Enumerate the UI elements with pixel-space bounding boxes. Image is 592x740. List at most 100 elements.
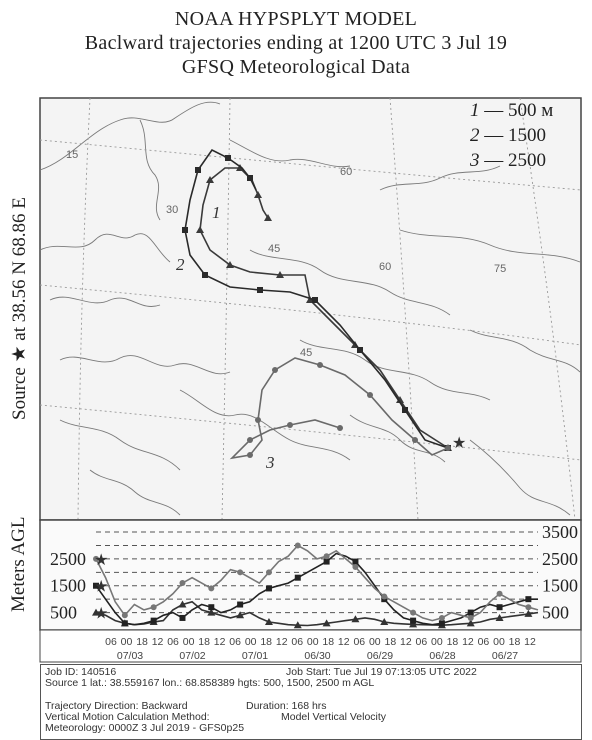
x-tick-hour: 00 (183, 636, 195, 648)
y-tick-left: 1500 (50, 576, 86, 596)
x-tick-hour: 18 (509, 636, 521, 648)
trajectory-label-2: 2 (176, 255, 185, 274)
x-tick-hour: 12 (276, 636, 288, 648)
x-tick-hour: 06 (416, 636, 428, 648)
trajectory-marker (367, 392, 373, 398)
x-tick-hour: 18 (136, 636, 148, 648)
x-tick-hour: 06 (229, 636, 241, 648)
x-tick-date: 06/27 (492, 650, 518, 662)
height-marker (150, 604, 157, 611)
height-marker (265, 569, 272, 576)
y-tick-right: 1500 (542, 576, 578, 596)
x-tick-hour: 12 (338, 636, 350, 648)
height-marker (322, 619, 331, 627)
height-marker (236, 611, 245, 619)
x-tick-date: 07/02 (179, 650, 205, 662)
height-marker (352, 563, 359, 570)
x-tick-hour: 00 (121, 636, 133, 648)
meteorology: Meteorology: 0000Z 3 Jul 2019 - GFS0p25 (45, 722, 245, 734)
grid-line-5 (389, 97, 419, 521)
height-marker (323, 553, 330, 560)
height-series-3 (95, 544, 539, 622)
height-marker (410, 617, 417, 624)
height-marker (237, 569, 244, 576)
grid-label: 30 (166, 204, 178, 216)
height-marker (93, 555, 99, 562)
trajectory-marker (264, 214, 272, 221)
x-tick-hour: 12 (524, 636, 536, 648)
grid-label: 75 (494, 263, 506, 275)
map-panel (39, 97, 582, 521)
trajectory-marker (254, 191, 262, 198)
x-tick-hour: 18 (322, 636, 334, 648)
x-tick-hour: 06 (167, 636, 179, 648)
duration: Duration: 168 hrs (246, 700, 327, 712)
height-marker (467, 614, 474, 621)
height-marker (150, 617, 157, 624)
trajectory-label-3: 3 (265, 453, 275, 472)
trajectory-marker (317, 362, 323, 368)
height-marker (293, 621, 302, 629)
model-info-box: Job ID: 140516 Job Start: Tue Jul 19 07:… (40, 664, 582, 740)
height-marker (179, 614, 186, 621)
trajectory-label-1: 1 (212, 203, 221, 222)
trajectory-lines (182, 148, 452, 460)
trajectory-marker (412, 437, 418, 443)
trajectory-marker (206, 176, 214, 183)
trajectory-marker (255, 417, 261, 423)
trajectory-marker (202, 272, 208, 278)
x-tick-hour: 00 (307, 636, 319, 648)
trajectory-marker (287, 422, 293, 428)
y-tick-right: 2500 (542, 549, 578, 569)
x-tick-hour: 12 (214, 636, 226, 648)
job-id: Job ID: 140516 (45, 666, 117, 678)
chart-title: NOAA HYPSPLYT MODEL (174, 8, 418, 30)
trajectory-marker (312, 297, 318, 303)
border-k (379, 165, 501, 191)
height-marker (207, 608, 216, 616)
trajectory-marker (337, 425, 343, 431)
trajectory-marker (276, 271, 284, 278)
border-f (59, 419, 181, 471)
y-tick-right: 3500 (542, 522, 578, 542)
x-tick-hour: 00 (493, 636, 505, 648)
trajectory-marker (247, 437, 253, 443)
border-b (229, 139, 351, 168)
x-tick-hour: 12 (462, 636, 474, 648)
source-info: Source 1 lat.: 38.559167 lon.: 68.858389… (45, 677, 375, 689)
job-start: Job Start: Tue Jul 19 07:13:05 UTC 2022 (286, 666, 477, 678)
grid-label: 45 (268, 243, 280, 255)
height-marker (466, 619, 475, 627)
height-marker (438, 614, 445, 621)
border-d (299, 339, 491, 401)
height-marker (179, 580, 186, 587)
trajectory-marker (247, 175, 253, 181)
x-tick-date: 07/03 (117, 650, 143, 662)
grid-line-2 (39, 404, 582, 461)
start-star-icon: ★ (94, 552, 108, 569)
x-tick-hour: 18 (198, 636, 210, 648)
start-star-icon: ★ (94, 606, 108, 623)
y-tick-left: 500 (50, 603, 77, 623)
x-tick-date: 06/28 (429, 650, 455, 662)
coastline-europe-b (49, 296, 161, 307)
coastline-north (39, 101, 221, 171)
border-e (179, 389, 351, 461)
border-j (469, 439, 571, 516)
height-marker (92, 608, 100, 616)
height-marker (525, 596, 532, 603)
height-marker (294, 542, 301, 549)
x-tick-hour: 18 (384, 636, 396, 648)
x-tick-hour: 06 (105, 636, 117, 648)
x-tick-hour: 00 (245, 636, 257, 648)
trajectory-marker (247, 452, 253, 458)
height-marker (294, 574, 301, 581)
x-tick-hour: 00 (431, 636, 443, 648)
trajectory-marker (225, 155, 231, 161)
data-source-label: GFSQ Meteorological Data (181, 56, 411, 78)
trajectory-marker (357, 347, 363, 353)
y-tick-right: 500 (542, 603, 569, 623)
